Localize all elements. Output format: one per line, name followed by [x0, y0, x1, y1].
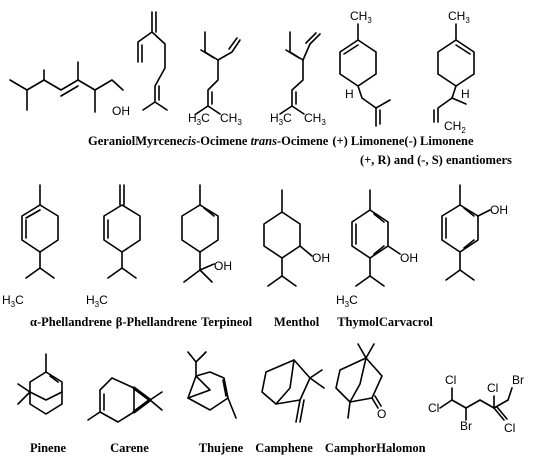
svg-text:Cl: Cl: [487, 381, 498, 395]
svg-text:CH3: CH3: [448, 9, 470, 25]
svg-text:H3C: H3C: [2, 293, 24, 309]
svg-text:CH2: CH2: [444, 119, 466, 135]
trans-ocimene-structure: H3C CH3: [270, 31, 326, 127]
svg-text:OH: OH: [214, 259, 232, 273]
svg-text:H3C: H3C: [86, 293, 108, 309]
svg-text:OH: OH: [312, 251, 330, 265]
svg-text:CH3: CH3: [220, 111, 242, 127]
svg-text:CH3: CH3: [304, 111, 326, 127]
svg-text:OH: OH: [400, 251, 418, 265]
row1-names: GeraniolMyrcenecis-Ocimene trans-Ocimene…: [88, 134, 474, 148]
beta-phellandrene-structure: H3C: [86, 184, 141, 309]
geraniol-structure: OH: [9, 61, 130, 118]
svg-text:Br: Br: [512, 373, 524, 387]
svg-text:Cl: Cl: [445, 373, 456, 387]
halomon-structure: Cl Br Cl Cl Cl Br: [428, 373, 524, 435]
svg-text:H3C: H3C: [188, 111, 210, 127]
svg-text:H: H: [345, 87, 354, 101]
thymol-structure: OH H3C: [336, 189, 418, 309]
svg-text:Cl: Cl: [428, 401, 439, 415]
carene-structure: [87, 377, 163, 423]
svg-text:H3C: H3C: [336, 293, 358, 309]
plus-limonene-structure: CH3 H: [339, 9, 391, 127]
svg-text:H3C: H3C: [270, 111, 292, 127]
cis-ocimene-structure: H3C CH3: [188, 31, 242, 127]
alpha-phellandrene-structure: H3C: [2, 184, 59, 309]
terpineol-structure: OH: [181, 184, 232, 283]
carvacrol-structure: OH: [441, 184, 508, 281]
camphor-structure: O: [335, 343, 386, 421]
enantiomers-note: (+, R) and (-, S) enantiomers: [360, 153, 512, 167]
svg-text:O: O: [377, 407, 386, 421]
minus-limonene-structure: CH3 H CH2: [433, 9, 475, 135]
svg-text:OH: OH: [490, 203, 508, 217]
myrcene-structure: [137, 11, 168, 111]
pinene-structure: [17, 353, 63, 415]
svg-text:H: H: [461, 87, 470, 101]
svg-text:Cl: Cl: [504, 421, 515, 435]
svg-text:CH3: CH3: [350, 9, 372, 25]
menthol-structure: OH: [263, 189, 330, 287]
svg-text:Br: Br: [460, 419, 472, 433]
hydroxyl-label: OH: [112, 104, 130, 118]
thujene-structure: [187, 351, 237, 419]
camphene-structure: [261, 359, 325, 423]
